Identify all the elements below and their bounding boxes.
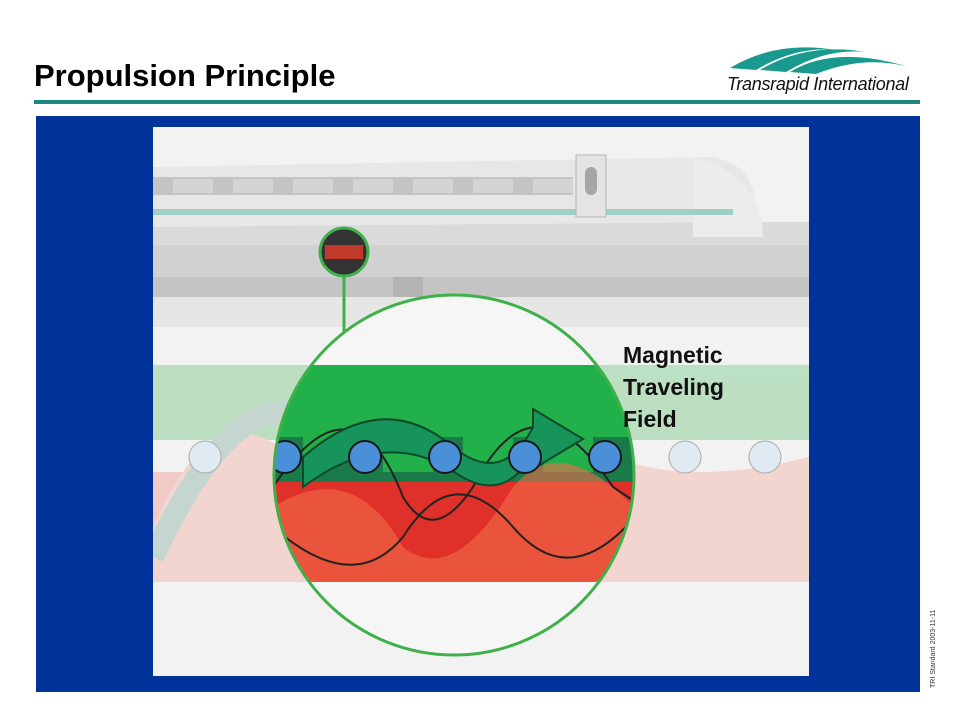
train-image <box>153 154 809 327</box>
label-line-1: Magnetic <box>623 342 723 368</box>
propulsion-diagram <box>153 127 809 676</box>
logo-text: Transrapid International <box>727 74 909 94</box>
magnifier-circle <box>272 293 636 657</box>
magnified-view <box>274 295 634 655</box>
label-line-3: Field <box>623 406 677 432</box>
slide-title: Propulsion Principle <box>34 58 336 93</box>
magnetic-traveling-field-label: Magnetic Traveling Field <box>623 339 724 435</box>
transrapid-logo <box>730 47 912 74</box>
title-divider <box>34 100 920 104</box>
footer-side-note: TRI Standard 2003-11-11 <box>930 609 937 688</box>
label-line-2: Traveling <box>623 374 724 400</box>
